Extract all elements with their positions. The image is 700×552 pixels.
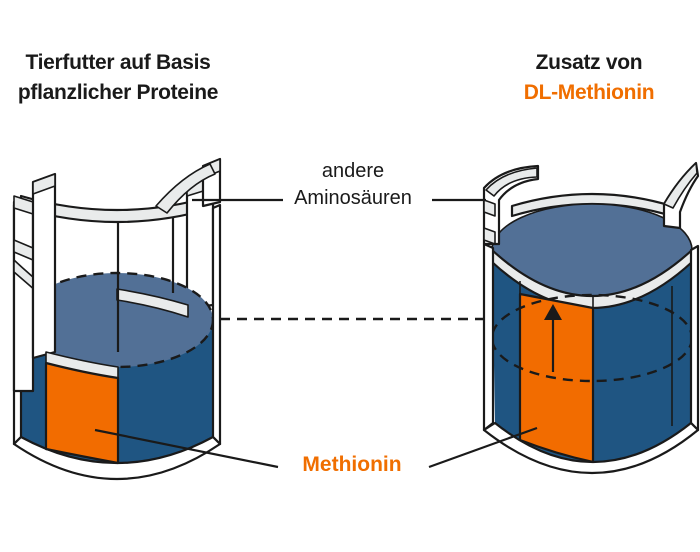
right-title: Zusatz von DL-Methionin	[470, 48, 700, 108]
left-barrel-methionine-stave	[44, 361, 120, 465]
amino-acids-label: andere Aminosäuren	[272, 158, 434, 212]
right-barrel-wall-right	[689, 244, 700, 432]
right-title-line2: DL-Methionin	[523, 81, 655, 104]
arrow-head	[544, 304, 562, 320]
right-title-line1: Zusatz von	[535, 51, 643, 74]
right-barrel	[482, 161, 700, 475]
left-barrel-tall-stave-B	[31, 172, 57, 360]
stave-cap	[663, 162, 698, 209]
stave-ribbon	[155, 163, 216, 214]
left-barrel-wall-right	[211, 203, 222, 446]
stave-cap	[32, 173, 56, 195]
left-barrel-surface-rim-band	[116, 288, 189, 318]
left-barrel-bottom-band	[12, 435, 222, 481]
methionine-label: Methionin	[302, 453, 402, 476]
left-barrel-tall-stave-A	[12, 200, 35, 393]
left-title: Tierfutter auf Basis pflanzlicher Protei…	[0, 48, 236, 108]
right-barrel-bottom-band	[482, 421, 700, 475]
stave-cap	[485, 167, 538, 197]
methionine-leader-left	[94, 428, 279, 469]
left-title-line2: pflanzlicher Proteine	[17, 81, 219, 104]
amino-acids-label-line2: Aminosäuren	[294, 187, 412, 209]
amino-acids-label-line1: andere	[321, 160, 385, 182]
left-barrel	[12, 157, 222, 481]
methionine-leader-right	[428, 426, 538, 469]
left-title-line1: Tierfutter auf Basis	[25, 51, 211, 74]
level-increase-arrow	[544, 304, 562, 372]
right-barrel-wall-left	[482, 242, 495, 432]
stave-band	[483, 199, 496, 217]
stave-band	[483, 227, 496, 245]
